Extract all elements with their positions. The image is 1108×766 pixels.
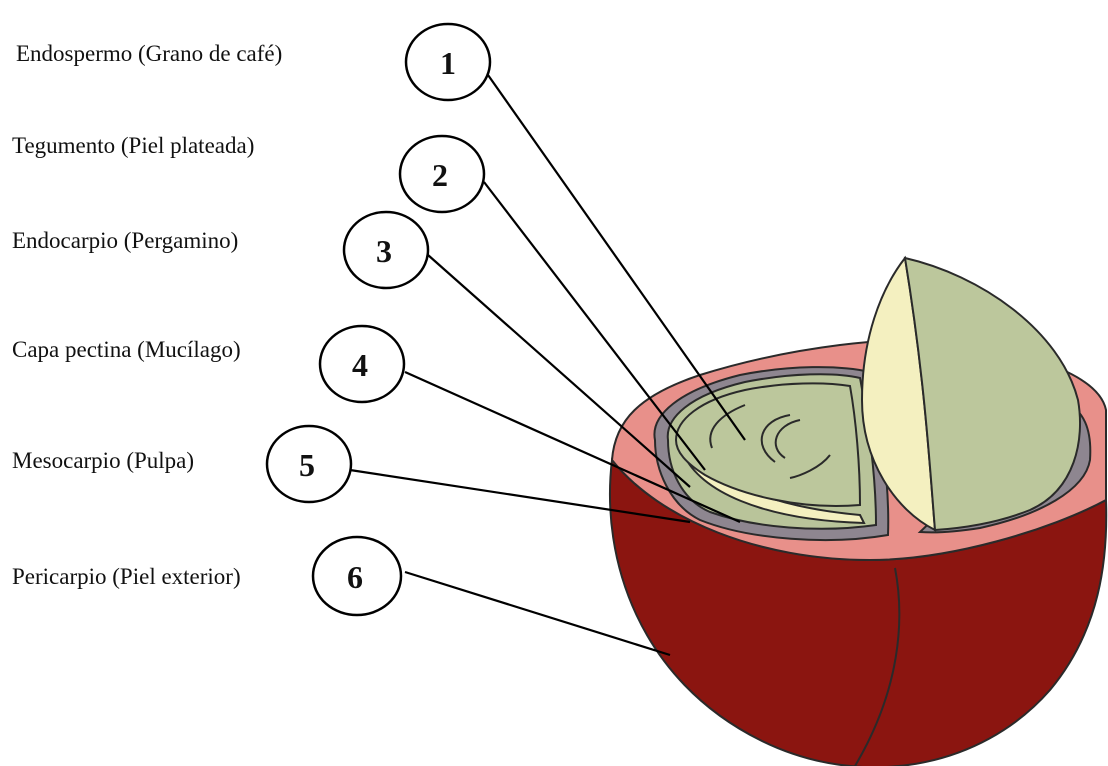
marker-1-number: 1 <box>440 45 456 81</box>
leader-line-3 <box>428 255 690 487</box>
marker-1: 1 <box>406 24 490 100</box>
label-mucilage: Capa pectina (Mucílago) <box>12 337 241 362</box>
marker-3-number: 3 <box>376 233 392 269</box>
marker-2-number: 2 <box>432 157 448 193</box>
label-pericarp: Pericarpio (Piel exterior) <box>12 564 241 589</box>
coffee-cherry-illustration <box>610 258 1106 766</box>
marker-6: 6 <box>313 537 401 615</box>
marker-5-number: 5 <box>299 447 315 483</box>
label-endocarp: Endocarpio (Pergamino) <box>12 228 238 253</box>
marker-6-number: 6 <box>347 559 363 595</box>
endosperm-bean-half-skin <box>905 258 1080 530</box>
leader-line-1 <box>488 75 745 440</box>
label-endosperm: Endospermo (Grano de café) <box>16 41 282 66</box>
label-mesocarp: Mesocarpio (Pulpa) <box>12 448 194 473</box>
marker-4: 4 <box>320 326 404 402</box>
marker-2: 2 <box>400 136 484 212</box>
label-silverskin: Tegumento (Piel plateada) <box>12 133 254 158</box>
marker-4-number: 4 <box>352 347 368 383</box>
layer-labels: Endospermo (Grano de café) Tegumento (Pi… <box>12 41 282 589</box>
marker-3: 3 <box>344 212 428 288</box>
number-markers: 1 2 3 4 5 6 <box>267 24 490 615</box>
marker-5: 5 <box>267 426 351 502</box>
